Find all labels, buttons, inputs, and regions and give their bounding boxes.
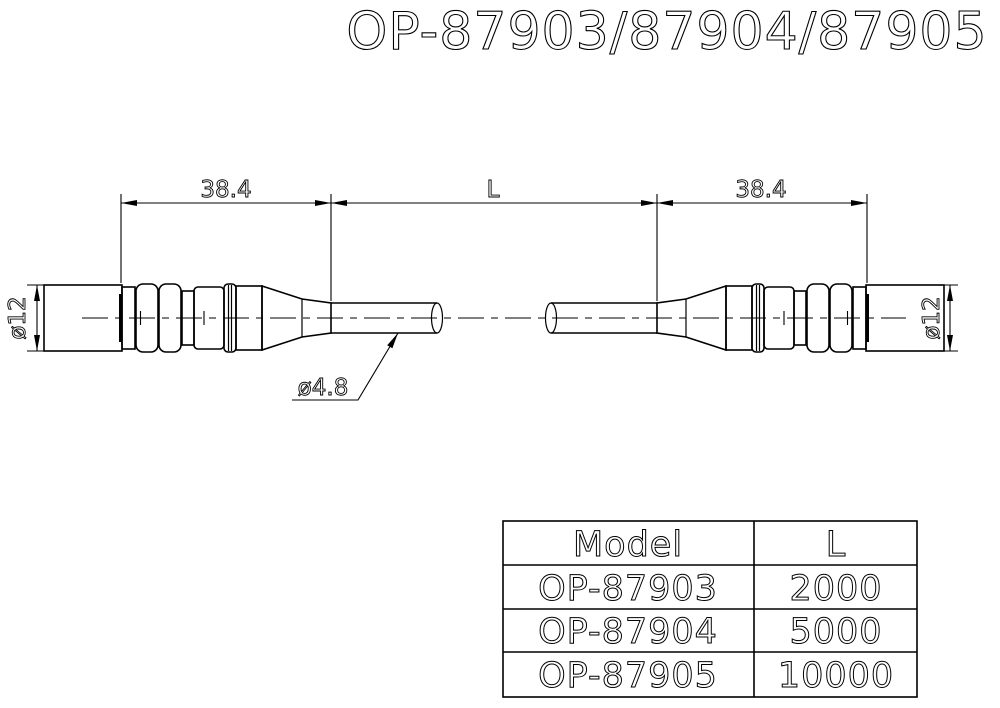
arrowhead-icon [947,285,953,301]
extension-lines [944,284,958,352]
table-row: OP-87903 2000 [538,569,882,610]
spec-table: Model L OP-87903 2000 OP-87904 5000 OP-8… [502,520,918,698]
dimension-left-diameter: ø12 [5,284,47,352]
table-cell-length: 5000 [789,612,882,652]
table-cell-length: 2000 [789,569,882,609]
cable-break-end [430,302,444,334]
arrowhead-icon [34,285,40,301]
cable-edges [551,302,657,334]
connector-ring [829,283,853,353]
table-cell-model: OP-87905 [538,656,718,696]
centerline-ticks [139,311,849,325]
connector-neck [793,290,807,346]
arrowhead-icon [641,200,657,206]
dimension-right-diameter: ø12 [919,284,958,352]
dimension-cable-diameter: ø4.8 [292,332,399,401]
leader-line [292,332,399,401]
arrowhead-icon [387,333,398,349]
extension-lines [120,194,332,301]
connector-rib-lines [227,285,233,351]
table-cell-model: OP-87904 [538,612,718,652]
dimension-value: ø4.8 [298,375,349,401]
cable-break-end [544,302,558,334]
dimension-value: 38.4 [200,177,251,203]
dimension-value: ø12 [5,296,31,339]
connector-step [121,286,136,350]
table-cell-model: OP-87903 [538,569,718,609]
arrowhead-icon [851,200,867,206]
arrowhead-icon [331,200,347,206]
connector-ring [135,283,159,353]
connector-ring [158,283,182,353]
arrowhead-icon [657,200,673,206]
table-row: OP-87904 5000 [538,612,882,653]
table-header-model: Model [573,525,683,565]
dimension-cable-length: L [331,177,658,301]
arrowhead-icon [34,335,40,351]
connector-ring [806,283,830,353]
connector-rib-lines [755,285,761,351]
cable-right [544,302,657,334]
cable-left [331,302,444,334]
dimension-value: ø12 [919,296,945,339]
arrowhead-icon [121,200,137,206]
dimension-value: L [487,177,500,203]
dimension-right-connector-length: 38.4 [657,177,868,283]
dimension-value: 38.4 [735,177,786,203]
page-title: OP-87903/87904/87905 [346,2,987,62]
arrowhead-icon [947,335,953,351]
table-row: OP-87905 10000 [538,656,894,697]
table-cell-length: 10000 [778,656,894,696]
table-header-length: L [826,525,847,565]
right-connector [656,283,945,353]
left-connector [43,283,332,353]
dimension-left-connector-length: 38.4 [120,177,332,301]
table-row-lines [503,564,917,653]
cable-edges [331,302,437,334]
arrowhead-icon [315,200,331,206]
